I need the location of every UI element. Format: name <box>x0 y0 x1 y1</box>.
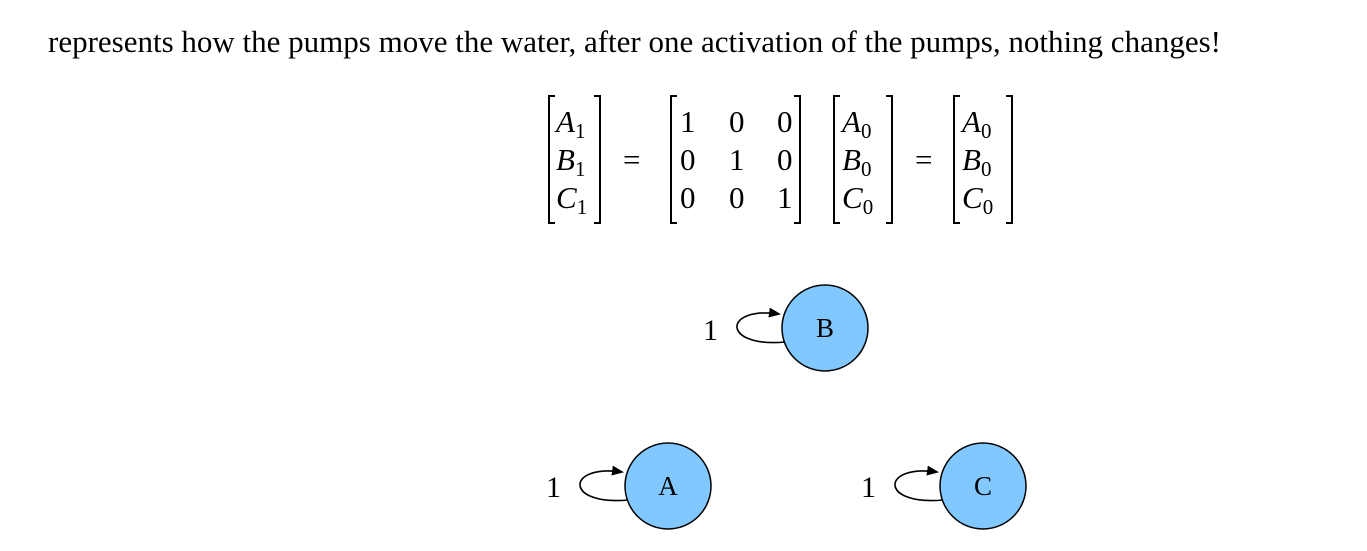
matrix-cell: 0 <box>729 104 745 139</box>
rhs-right-bracket <box>1006 95 1013 224</box>
lhs-entry-a: A1 <box>554 104 585 143</box>
equals-sign-2: = <box>915 142 932 177</box>
vec-entry-b: B0 <box>842 142 871 181</box>
paragraph-text: represents how the pumps move the water,… <box>48 24 1221 59</box>
identity-matrix: 1 0 0 0 1 0 0 0 1 <box>670 95 801 224</box>
matrix-cell: 1 <box>729 142 745 177</box>
matrix-cell: 0 <box>729 180 745 215</box>
lhs-right-bracket <box>594 95 601 224</box>
matrix-cell: 0 <box>777 104 793 139</box>
lhs-entry-b: B1 <box>556 142 585 181</box>
rhs-left-bracket <box>953 95 960 224</box>
self-loop-b-weight: 1 <box>703 314 718 347</box>
initial-vector: A0 B0 C0 <box>833 95 893 224</box>
node-c <box>939 442 1027 530</box>
rhs-entry-a: A0 <box>960 104 991 143</box>
matrix-cell: 1 <box>680 104 696 139</box>
node-b-label: B <box>816 313 834 343</box>
matrix-cell: 1 <box>777 180 793 215</box>
vec-left-bracket <box>833 95 840 224</box>
matrix-left-bracket <box>670 95 677 224</box>
self-loop-a-weight: 1 <box>546 471 561 504</box>
self-loop-b-arrow <box>736 307 786 344</box>
self-loop-c-arrow <box>894 465 944 502</box>
rhs-entry-b: B0 <box>962 142 991 181</box>
vec-entry-a: A0 <box>840 104 871 143</box>
self-loop-c-weight: 1 <box>861 471 876 504</box>
matrix-cell: 0 <box>777 142 793 177</box>
matrix-cell: 0 <box>680 180 696 215</box>
matrix-right-bracket <box>794 95 801 224</box>
rhs-entry-c: C0 <box>962 180 993 219</box>
matrix-cell: 0 <box>680 142 696 177</box>
rhs-vector: A0 B0 C0 <box>953 95 1013 224</box>
node-b-group: 1 B <box>703 284 869 372</box>
node-a-group: 1 A <box>546 442 712 530</box>
node-b <box>781 284 869 372</box>
node-a-label: A <box>658 471 678 501</box>
node-c-group: 1 C <box>861 442 1027 530</box>
vec-right-bracket <box>886 95 893 224</box>
equals-sign-1: = <box>623 142 640 177</box>
self-loop-a-arrow <box>579 465 629 502</box>
vec-entry-c: C0 <box>842 180 873 219</box>
lhs-vector: A1 B1 C1 <box>548 95 601 224</box>
node-c-label: C <box>974 471 992 501</box>
lhs-left-bracket <box>548 95 555 224</box>
node-a <box>624 442 712 530</box>
lhs-entry-c: C1 <box>556 180 587 219</box>
